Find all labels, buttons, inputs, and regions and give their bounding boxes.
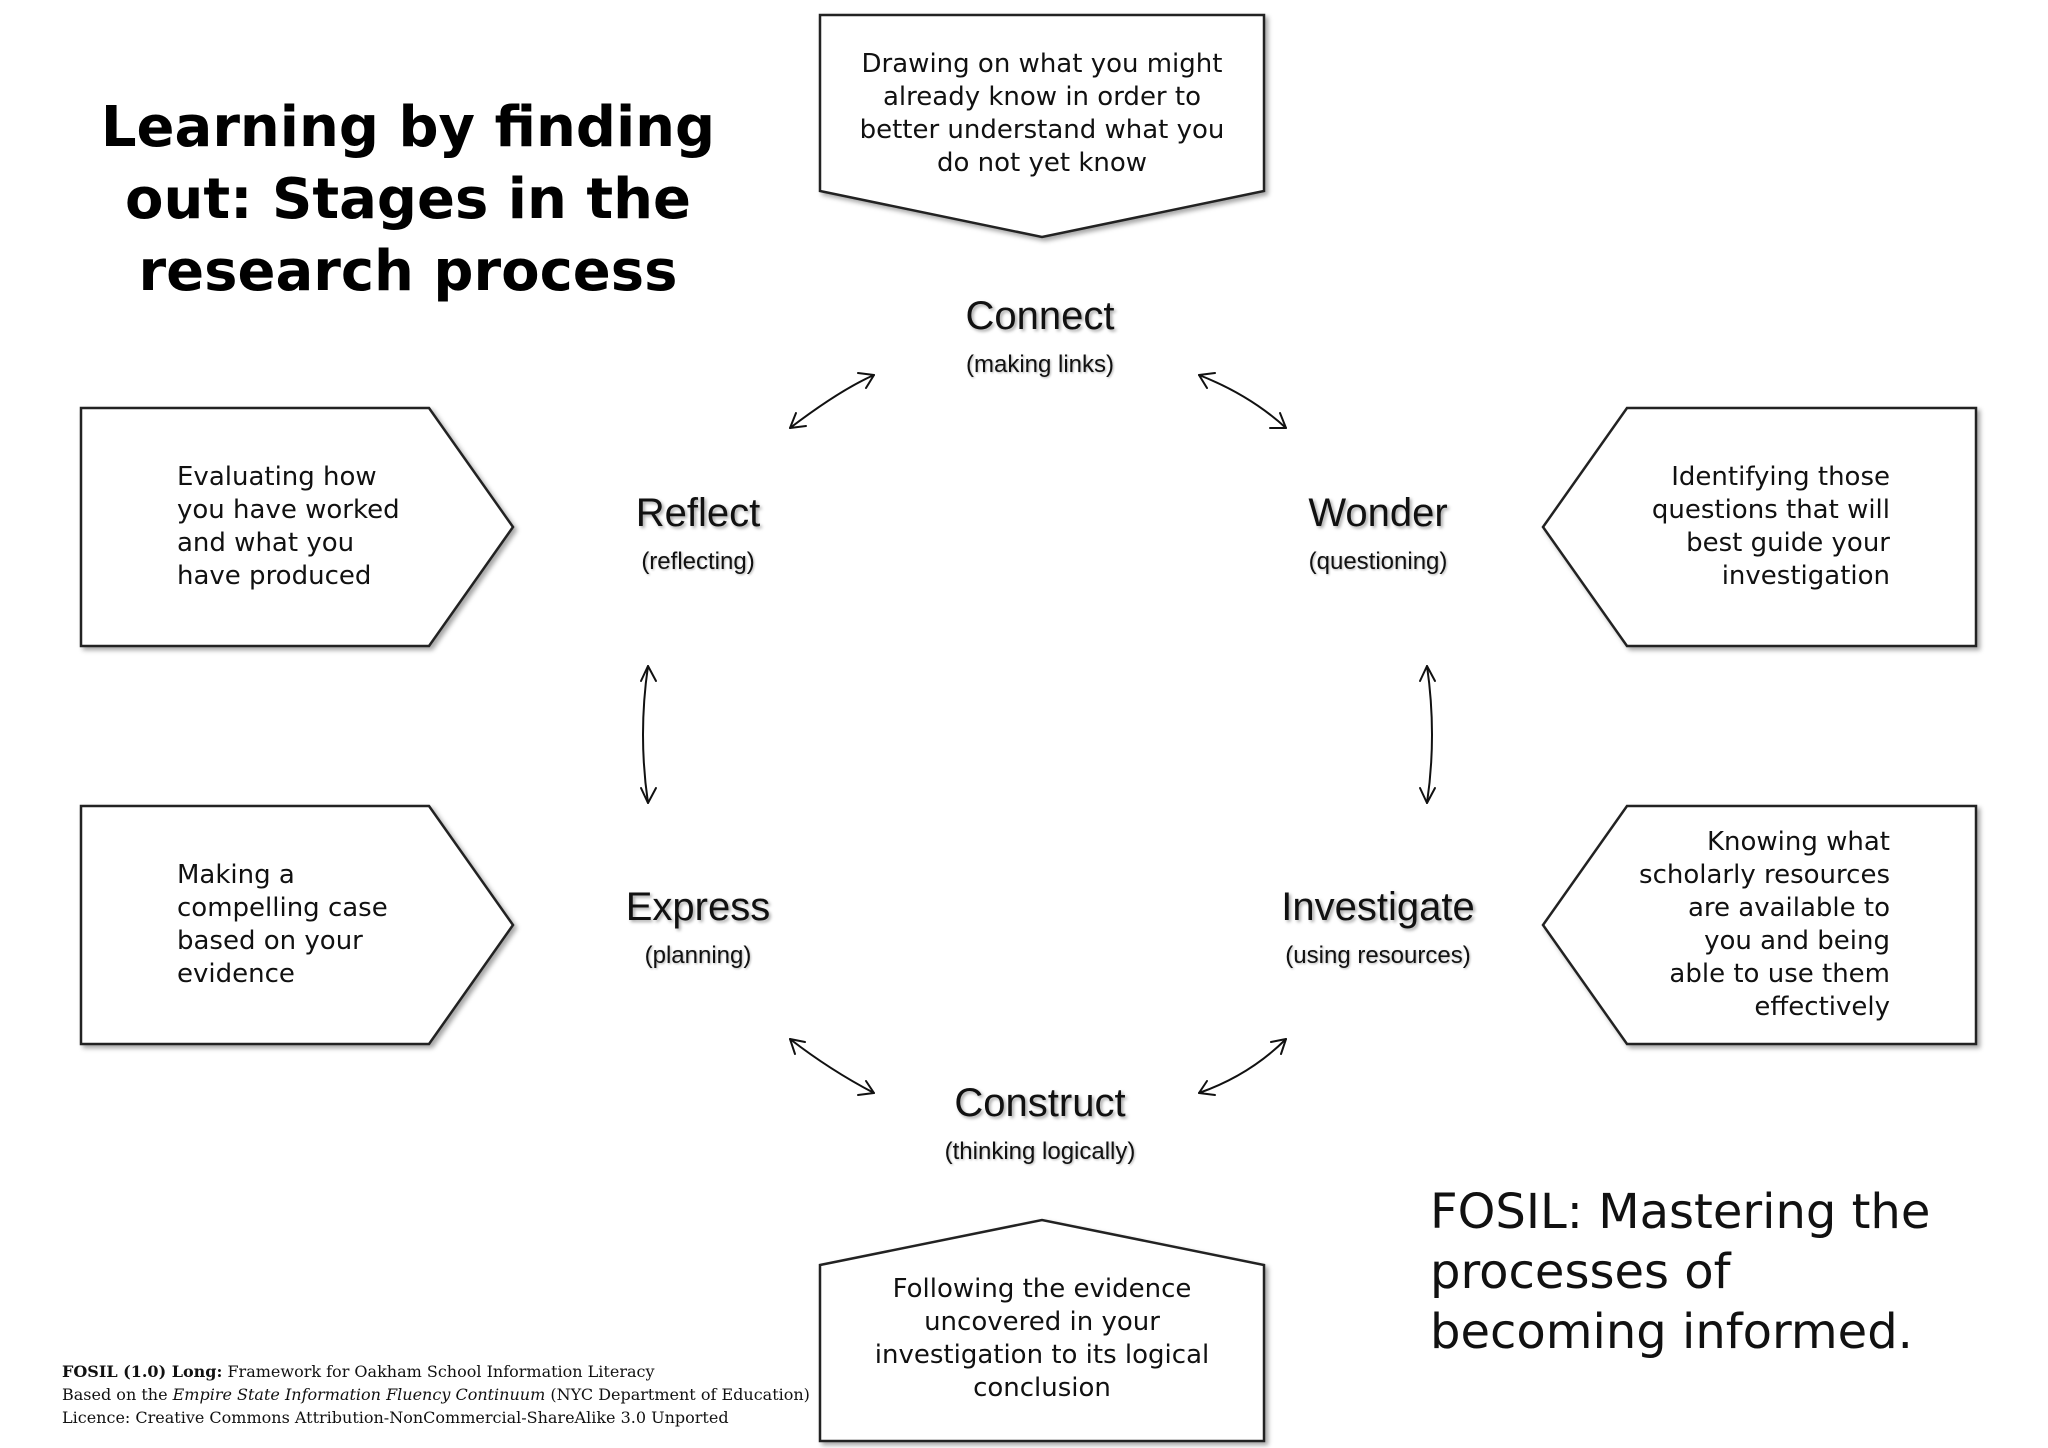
credits-line-3: Licence: Creative Commons Attribution-No…: [62, 1408, 729, 1427]
stage-subtitle: (thinking logically): [944, 1138, 1136, 1165]
arrow-reflect-connect: [789, 372, 875, 429]
express-description-box: [79, 804, 515, 1046]
arrow-investigate-construct: [1198, 1038, 1287, 1096]
wonder-description-box: [1541, 406, 1978, 648]
arrow-wonder-investigate: [1419, 665, 1436, 804]
stage-subtitle: (using resources): [1285, 942, 1471, 969]
stage-name: Investigate: [1281, 885, 1475, 929]
arrow-construct-express: [789, 1038, 875, 1096]
stage-reflect: Reflect (reflecting): [518, 490, 878, 576]
stage-name: Construct: [954, 1081, 1126, 1125]
fosil-tagline: FOSIL: Mastering the processes of becomi…: [1430, 1184, 1931, 1360]
credits: FOSIL (1.0) Long: Framework for Oakham S…: [62, 1360, 822, 1429]
arrow-connect-wonder: [1198, 372, 1287, 429]
reflect-description: Evaluating how you have worked and what …: [177, 462, 400, 591]
stage-subtitle: (questioning): [1308, 548, 1448, 575]
stage-name: Reflect: [635, 491, 761, 535]
stage-name: Express: [625, 885, 771, 929]
connect-description-box: [818, 13, 1266, 239]
arrow-express-reflect: [640, 665, 657, 804]
stage-subtitle: (making links): [965, 351, 1115, 378]
investigate-description-box: [1541, 804, 1978, 1046]
stage-subtitle: (reflecting): [641, 548, 755, 575]
stage-express: Express (planning): [518, 884, 878, 970]
stage-subtitle: (planning): [644, 942, 752, 969]
construct-description: Following the evidence uncovered in your…: [874, 1274, 1210, 1403]
stage-name: Wonder: [1308, 491, 1448, 535]
credits-line-1: FOSIL (1.0) Long: Framework for Oakham S…: [62, 1362, 655, 1381]
page-title: Learning by finding out: Stages in the r…: [100, 95, 716, 304]
connect-description: Drawing on what you might already know i…: [859, 49, 1225, 178]
investigate-description: Knowing what scholarly resources are ava…: [1639, 827, 1890, 1022]
stage-investigate: Investigate (using resources): [1198, 884, 1558, 970]
reflect-description-box: [79, 406, 515, 648]
credits-line-2: Based on the Empire State Information Fl…: [62, 1385, 810, 1404]
stage-name: Connect: [965, 294, 1115, 338]
wonder-description: Identifying those questions that will be…: [1651, 462, 1890, 591]
stage-connect: Connect (making links): [860, 293, 1220, 379]
stage-construct: Construct (thinking logically): [860, 1080, 1220, 1166]
express-description: Making a compelling case based on your e…: [177, 860, 388, 989]
construct-description-box: [818, 1218, 1266, 1443]
stage-wonder: Wonder (questioning): [1198, 490, 1558, 576]
